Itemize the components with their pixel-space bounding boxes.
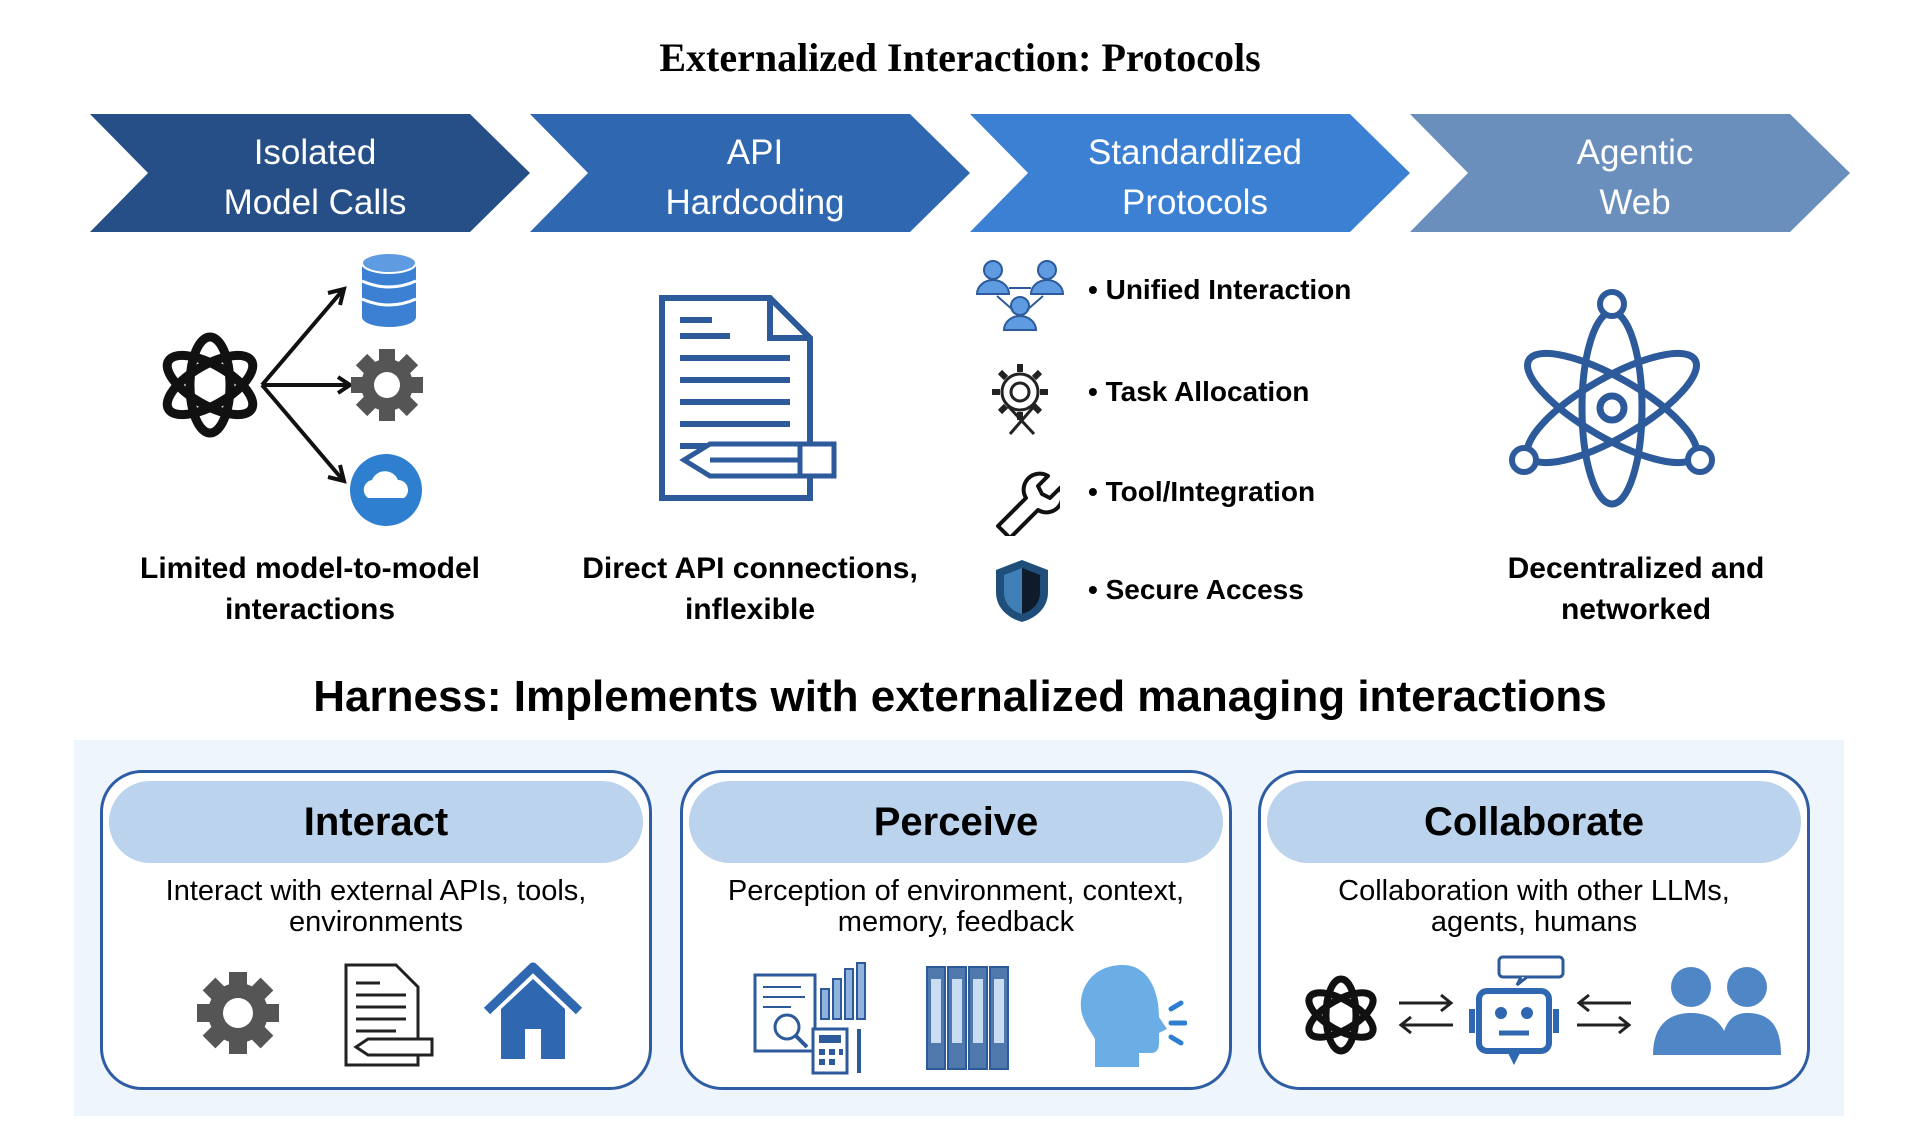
exchange-arrows-icon <box>1576 993 1632 1035</box>
robot-agent-icon <box>1469 955 1565 1065</box>
network-people-icon <box>975 260 1065 331</box>
cloud-icon <box>350 454 422 526</box>
card-title: Collaborate <box>1267 781 1801 863</box>
feature-label: Task Allocation <box>1105 376 1310 407</box>
feature-secure-access: • Secure Access <box>1088 574 1304 605</box>
stage-label-line1: API <box>726 133 784 172</box>
stage-label-line2: Protocols <box>1122 183 1268 222</box>
arrows-icon <box>260 286 354 484</box>
card-perceive: Perceive Perception of environment, cont… <box>680 770 1232 1090</box>
openai-logo-icon <box>162 332 258 438</box>
card-desc-line: environments <box>288 906 464 938</box>
shield-icon <box>996 560 1048 622</box>
analytics-report-icon <box>753 962 866 1075</box>
wrench-icon <box>996 471 1060 536</box>
speaking-head-icon <box>1080 965 1187 1067</box>
caption-agentic: Decentralized and networked <box>1436 548 1836 630</box>
stage-api-hardcoding: API Hardcoding <box>530 114 970 232</box>
model-fanout-graphic <box>162 252 423 526</box>
feature-label: Tool/Integration <box>1105 476 1316 507</box>
stage-label-line2: Model Calls <box>223 183 407 222</box>
binders-archive-icon <box>926 966 1009 1070</box>
home-icon <box>483 962 583 1059</box>
caption-line: networked <box>1560 593 1712 626</box>
diagram-title: Externalized Interaction: Protocols <box>659 35 1261 80</box>
stage-label-line1: Agentic <box>1576 133 1694 172</box>
feature-task-allocation: • Task Allocation <box>1088 376 1310 407</box>
card-description: Interact with external APIs, tools, envi… <box>113 876 639 938</box>
feature-label: Unified Interaction <box>1105 274 1352 305</box>
card-collaborate: Collaborate Collaboration with other LLM… <box>1258 770 1810 1090</box>
gear-icon <box>351 349 423 421</box>
card-title: Perceive <box>689 781 1223 863</box>
card-description: Perception of environment, context, memo… <box>693 876 1219 938</box>
card-desc-line: Collaboration with other LLMs, <box>1338 875 1730 907</box>
exchange-arrows-icon <box>1398 993 1454 1035</box>
card-desc-line: Interact with external APIs, tools, <box>165 875 587 907</box>
caption-line: inflexible <box>684 593 816 626</box>
openai-logo-icon <box>1305 975 1377 1055</box>
card-interact: Interact Interact with external APIs, to… <box>100 770 652 1090</box>
database-icon <box>361 252 417 327</box>
feature-unified-interaction: • Unified Interaction <box>1088 274 1352 305</box>
caption-line: Direct API connections, <box>582 552 918 585</box>
feature-label: Secure Access <box>1105 574 1304 605</box>
card-desc-line: memory, feedback <box>837 906 1075 938</box>
card-desc-line: agents, humans <box>1430 906 1638 938</box>
gear-icon <box>197 972 279 1054</box>
card-description: Collaboration with other LLMs, agents, h… <box>1271 876 1797 938</box>
caption-api: Direct API connections, inflexible <box>540 548 960 630</box>
stage-label-line1: Standardlized <box>1087 133 1303 172</box>
card-desc-line: Perception of environment, context, <box>727 875 1185 907</box>
caption-isolated: Limited model-to-model interactions <box>100 548 520 630</box>
caption-line: interactions <box>224 593 396 626</box>
document-pen-icon <box>659 295 837 501</box>
feature-tool-integration: • Tool/Integration <box>1088 476 1316 507</box>
stage-label-line2: Web <box>1599 183 1671 222</box>
caption-line: Decentralized and <box>1507 552 1765 585</box>
document-icon <box>344 963 434 1067</box>
card-title: Interact <box>109 781 643 863</box>
task-gear-tools-icon <box>992 364 1048 436</box>
users-group-icon <box>1653 967 1781 1055</box>
harness-title: Harness: Implements with externalized ma… <box>313 672 1607 721</box>
stage-label-line1: Isolated <box>253 133 377 172</box>
atom-network-icon <box>1509 289 1715 508</box>
stage-label-line2: Hardcoding <box>665 183 845 222</box>
caption-line: Limited model-to-model <box>140 552 480 585</box>
